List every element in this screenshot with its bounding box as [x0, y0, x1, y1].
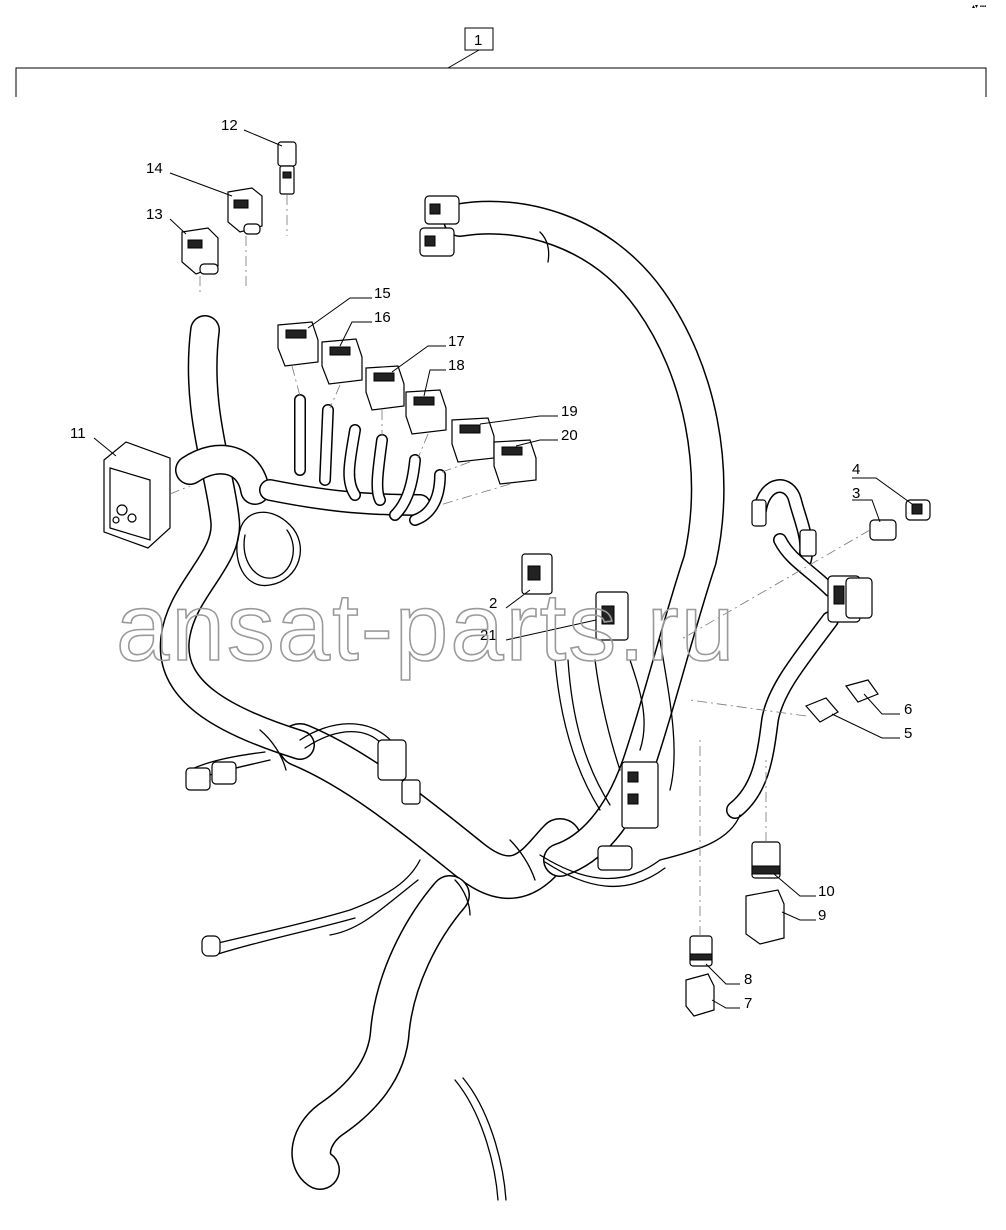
connector-left-plug: [201, 935, 221, 957]
connector-7: [685, 973, 715, 1017]
connector-right-cluster: [751, 499, 873, 623]
connector-20: [493, 439, 537, 485]
callout-4: 4: [852, 461, 860, 478]
callout-3: 3: [852, 485, 860, 502]
connector-21: [595, 591, 629, 641]
connector-upper-pair: [419, 195, 460, 257]
callout-15: 15: [374, 285, 391, 302]
callout-18: 18: [448, 357, 465, 374]
callout-20: 20: [561, 427, 578, 444]
callout-7: 7: [744, 995, 752, 1012]
connector-5: [804, 697, 839, 723]
leader-lines: [93, 129, 913, 1009]
callout-17: 17: [448, 333, 465, 350]
callout-6: 6: [904, 701, 912, 718]
watermark: ansat-parts.ru: [116, 574, 736, 681]
assembly-label: 1: [474, 32, 482, 49]
connector-8: [689, 935, 713, 967]
callout-labels: 12 14 13 15 16 17 18 19 20 11 4 3 2 21 6…: [70, 117, 912, 1012]
connector-12: [277, 141, 297, 195]
connector-17: [365, 365, 405, 411]
connector-16: [321, 338, 363, 385]
connector-6: [844, 679, 879, 703]
connector-11: [103, 441, 171, 549]
corner-mark: ▴▾ ▪▪▪: [972, 4, 986, 10]
callout-16: 16: [374, 309, 391, 326]
assembly-bracket: 1: [15, 27, 987, 97]
connector-9: [745, 889, 785, 945]
callout-8: 8: [744, 971, 752, 988]
connector-2: [521, 553, 553, 595]
connectors: [103, 141, 931, 1017]
callout-5: 5: [904, 725, 912, 742]
callout-13: 13: [146, 206, 163, 223]
connector-left-pair: [185, 739, 421, 805]
connector-3: [869, 519, 897, 541]
alignment-lines: [169, 195, 871, 936]
callout-12: 12: [221, 117, 238, 134]
callout-19: 19: [561, 403, 578, 420]
callout-2: 2: [489, 595, 497, 612]
connector-center-block: [597, 761, 659, 871]
connector-4: [905, 499, 931, 521]
callout-9: 9: [818, 907, 826, 924]
harness-wires: [159, 200, 839, 1201]
connector-10: [751, 841, 781, 879]
callout-11: 11: [70, 425, 86, 442]
connector-14: [227, 187, 263, 235]
callout-21: 21: [480, 627, 497, 644]
connector-15: [277, 321, 319, 367]
callout-14: 14: [146, 160, 163, 177]
connector-13: [181, 227, 219, 275]
callout-10: 10: [818, 883, 835, 900]
connector-18: [405, 389, 447, 435]
connector-19: [451, 417, 495, 463]
